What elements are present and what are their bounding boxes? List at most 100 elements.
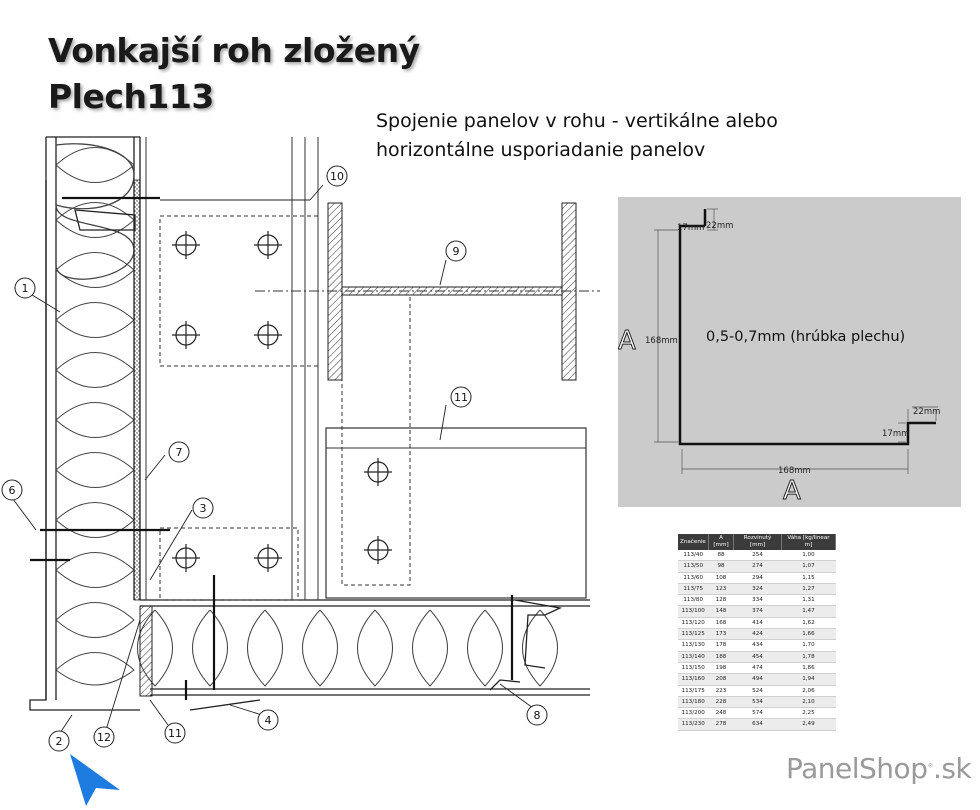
callout-7: 8 (534, 709, 541, 722)
table-cell: 414 (733, 617, 782, 630)
logo-text: PanelShop (786, 752, 928, 785)
table-cell: 1,47 (781, 605, 836, 618)
table-cell: 1,94 (781, 673, 836, 686)
left-insulation (55, 147, 135, 686)
table-cell: 113/120 (678, 617, 709, 630)
table-cell: 334 (733, 594, 782, 607)
table-cell: 198 (708, 662, 734, 675)
profile-section-svg: 17mm 22mm 168mm 168mm 22mm 17mm 0,5-0,7m… (618, 208, 940, 507)
table-cell: 113/75 (678, 583, 709, 596)
callout-10: 9 (453, 245, 460, 258)
table-cell: 223 (708, 685, 734, 697)
table-cell: 2,49 (781, 718, 836, 731)
callout-12: 12 (97, 731, 111, 744)
callout-bubbles (1, 165, 548, 752)
callout-1: 1 (22, 282, 29, 295)
product-code-title: Plech113 (48, 77, 214, 116)
table-cell: 128 (708, 594, 734, 607)
section-a-left: A (618, 326, 636, 356)
cursor-arrow-icon (70, 754, 120, 806)
logo-domain: .sk (932, 752, 972, 785)
table-cell: 148 (708, 605, 734, 618)
table-cell: 454 (733, 651, 782, 663)
table-cell: 1,86 (781, 662, 836, 675)
table-cell: 2,10 (781, 696, 836, 709)
column-structure (145, 137, 587, 601)
table-cell: 88 (708, 550, 734, 562)
section-a-bottom: A (783, 476, 801, 506)
callout-6: 6 (9, 484, 16, 497)
table-cell: 173 (708, 628, 734, 641)
table-cell: 1,07 (781, 560, 836, 573)
profile-detail-panel: 17mm 22mm 168mm 168mm 22mm 17mm 0,5-0,7m… (618, 197, 961, 507)
table-cell: 113/200 (678, 707, 709, 720)
callout-11-mid: 11 (454, 391, 468, 404)
bolt-holes (172, 231, 392, 572)
table-cell: 524 (733, 685, 782, 697)
dim-22mm-bottom: 22mm (913, 407, 940, 417)
callout-4: 4 (265, 714, 272, 727)
leader-lines (9, 184, 534, 734)
table-cell: 2,25 (781, 707, 836, 720)
table-cell: 123 (708, 583, 734, 596)
table-cell: 113/150 (678, 662, 709, 675)
header-marking: Značenie (678, 534, 709, 550)
dim-168mm-width: 168mm (778, 466, 811, 476)
table-cell: 1,00 (781, 550, 836, 562)
table-cell: 574 (733, 707, 782, 720)
table-cell: 113/100 (678, 605, 709, 618)
spec-table: Značenie A [mm] Rozvinutý [mm] Váha [kg/… (678, 534, 837, 731)
dim-17mm-top: 17mm (677, 223, 704, 233)
table-cell: 113/175 (678, 685, 709, 697)
table-cell: 494 (733, 673, 782, 686)
table-cell: 248 (708, 707, 734, 720)
dim-17mm-bottom: 17mm (882, 429, 909, 439)
subtitle-line-1: Spojenie panelov v rohu - vertikálne ale… (376, 110, 778, 132)
table-cell: 113/40 (678, 550, 709, 562)
header-weight: Váha [kg/linear m] (781, 534, 837, 550)
bottom-insulation (137, 609, 558, 687)
table-cell: 274 (733, 560, 782, 573)
callout-11-top: 10 (330, 170, 344, 183)
table-cell: 113/50 (678, 560, 709, 573)
dim-168mm-height: 168mm (645, 336, 678, 346)
table-cell: 113/140 (678, 651, 709, 663)
screws (30, 196, 514, 700)
table-cell: 1,15 (781, 572, 836, 584)
table-cell: 374 (733, 605, 782, 618)
page-title: Vonkajší roh zložený (48, 31, 420, 70)
table-cell: 254 (733, 550, 782, 562)
table-cell: 474 (733, 662, 782, 675)
table-cell: 1,70 (781, 639, 836, 652)
table-cell: 434 (733, 639, 782, 652)
table-cell: 278 (708, 718, 734, 731)
table-cell: 98 (708, 560, 734, 573)
sealing-strip (133, 179, 141, 601)
callout-8: 7 (176, 446, 183, 459)
left-wall-panel (45, 136, 141, 700)
table-cell: 1,62 (781, 617, 836, 630)
thickness-label: 0,5-0,7mm (hrúbka plechu) (706, 329, 905, 345)
table-cell: 1,78 (781, 651, 836, 663)
table-cell: 294 (733, 572, 782, 584)
table-cell: 108 (708, 572, 734, 584)
table-cell: 113/60 (678, 572, 709, 584)
callout-3: 3 (200, 502, 207, 515)
table-cell: 168 (708, 617, 734, 630)
table-cell: 178 (708, 639, 734, 652)
panelshop-logo: PanelShop®.sk (786, 752, 972, 785)
